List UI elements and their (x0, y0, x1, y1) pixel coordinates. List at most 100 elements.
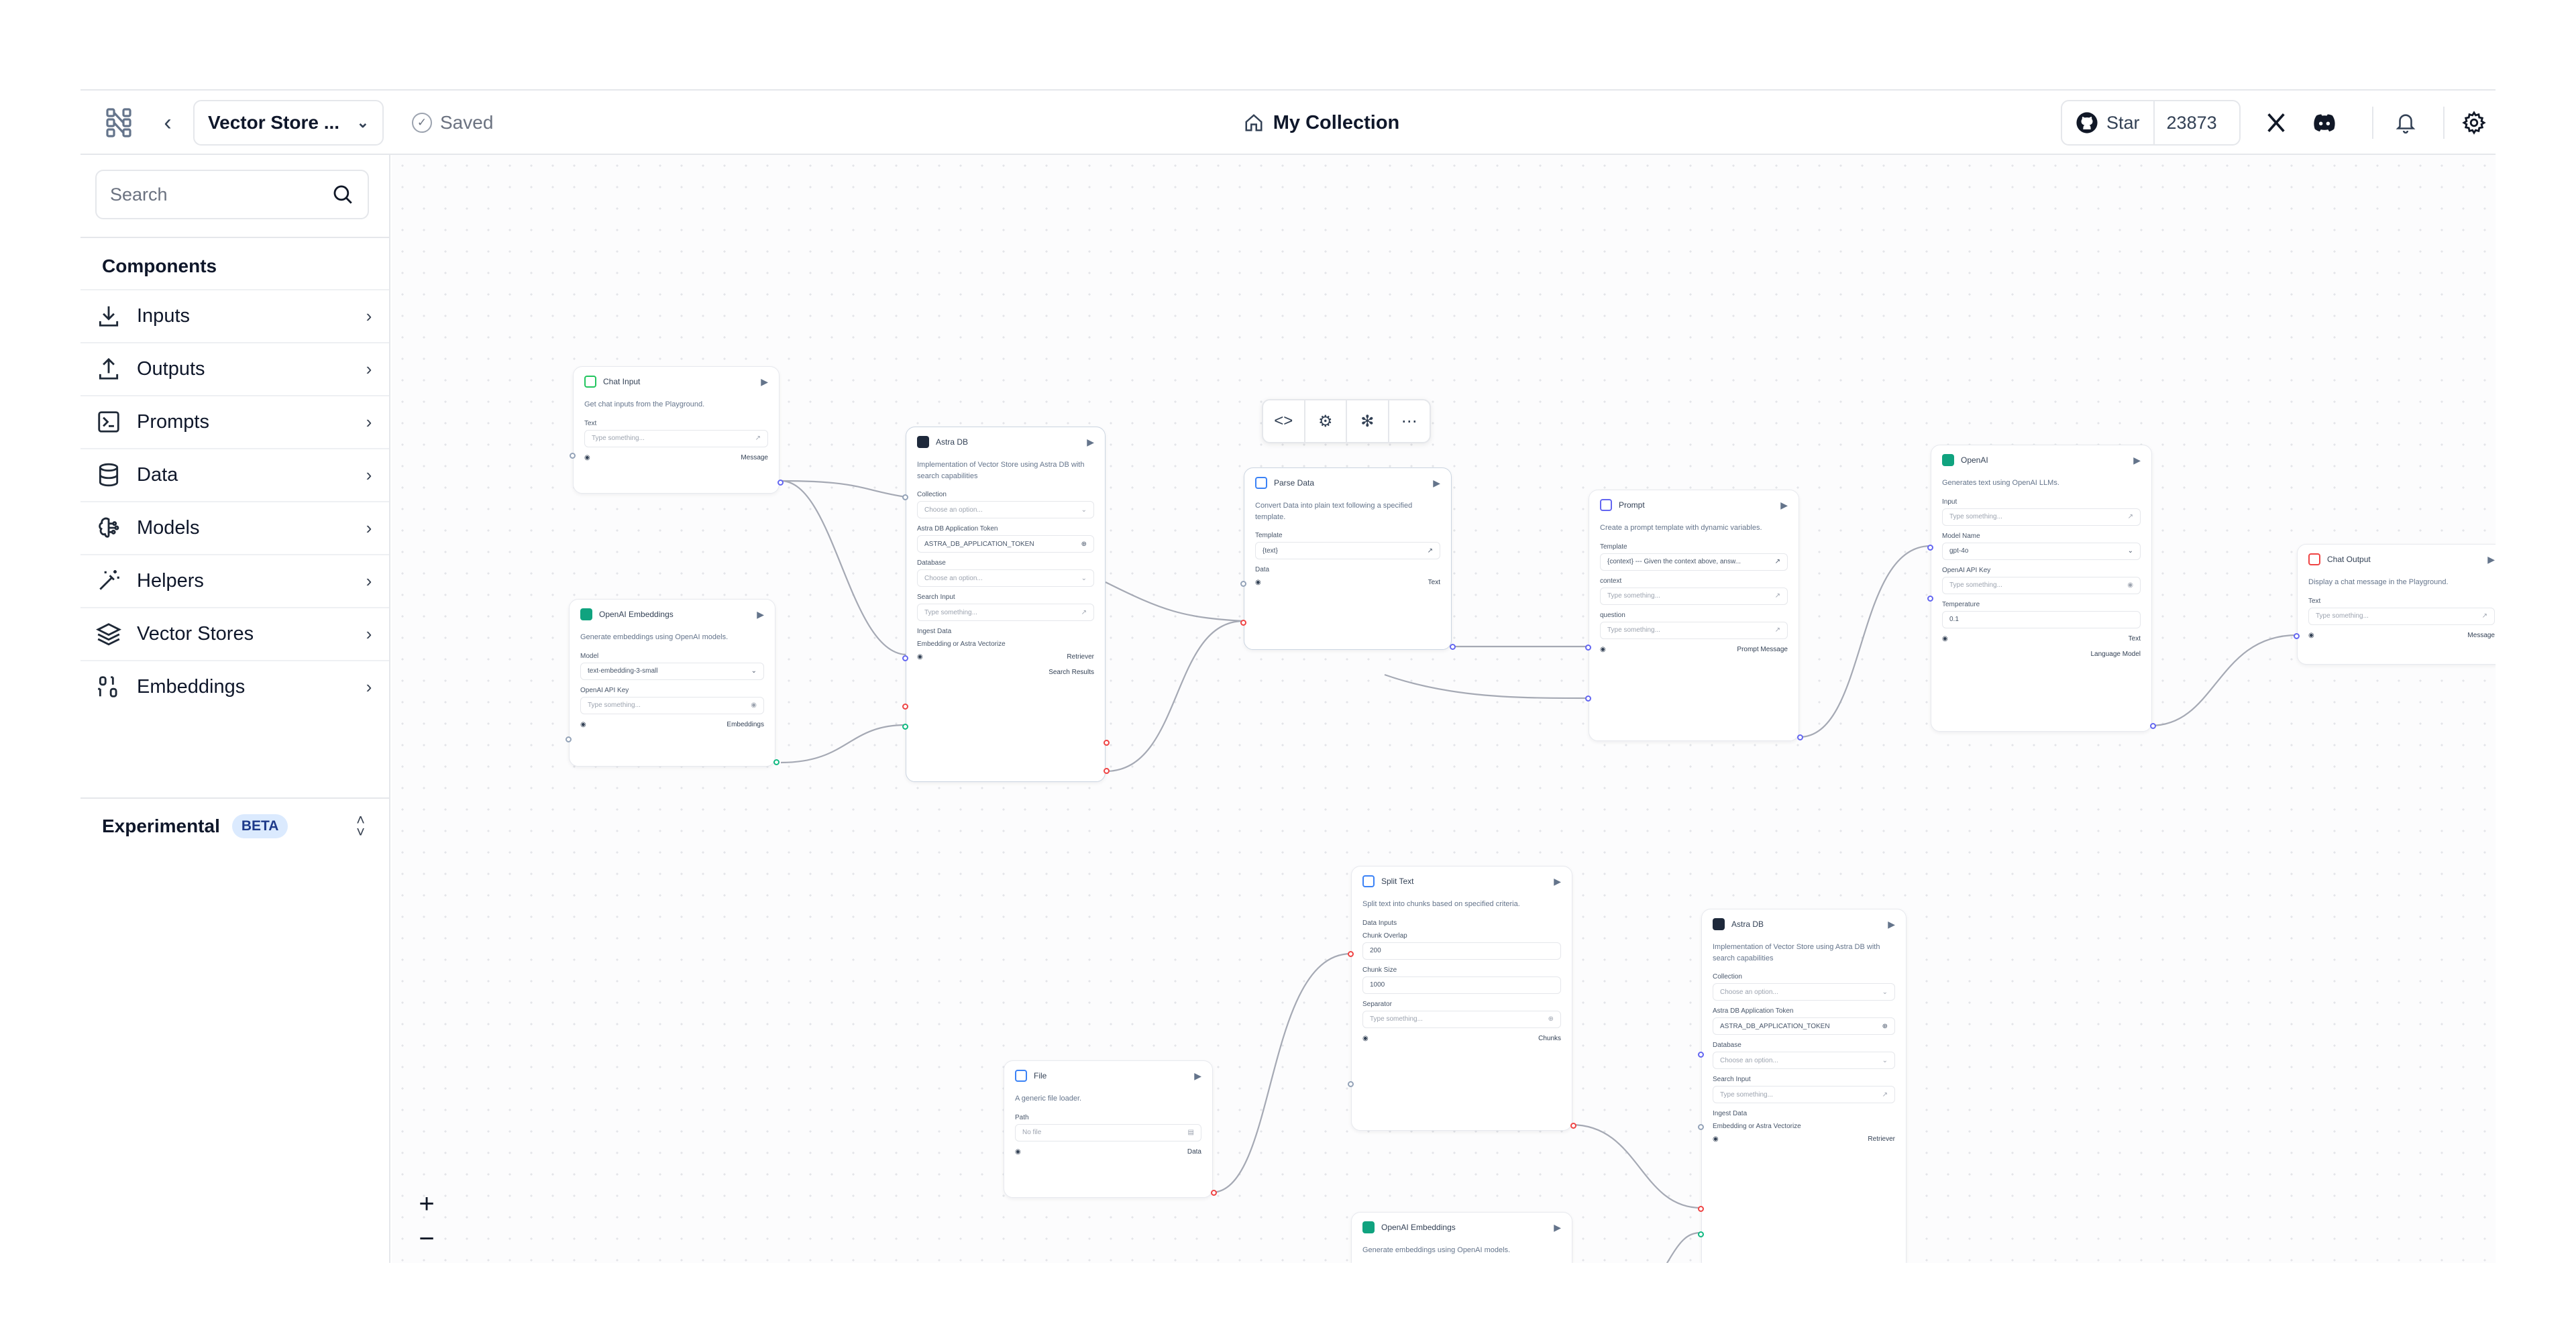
flow-name-dropdown[interactable]: Vector Store ... ⌄ (193, 100, 384, 146)
play-icon[interactable]: ▶ (2133, 454, 2141, 465)
collection-breadcrumb[interactable]: My Collection (1221, 91, 1422, 155)
node-file[interactable]: File▶ A generic file loader. Path No fil… (1004, 1060, 1217, 1198)
collection-select[interactable]: Choose an option...⌄ (1713, 983, 1895, 1001)
search-input[interactable] (110, 184, 311, 205)
database-select[interactable]: Choose an option...⌄ (1713, 1052, 1895, 1069)
question-field[interactable]: Type something...↗ (1600, 621, 1788, 639)
search-box[interactable] (95, 170, 369, 219)
play-icon[interactable]: ▶ (1194, 1070, 1201, 1081)
langflow-logo-icon[interactable] (101, 91, 138, 155)
sidebar-item-data[interactable]: Data › (80, 448, 389, 500)
play-icon[interactable]: ▶ (1554, 875, 1561, 887)
output-port[interactable] (1211, 1190, 1217, 1196)
input-port[interactable] (2294, 633, 2300, 639)
input-port[interactable] (1240, 620, 1246, 626)
gear-icon[interactable] (2455, 91, 2493, 155)
play-icon[interactable]: ▶ (761, 376, 768, 387)
play-icon[interactable]: ▶ (1888, 918, 1895, 930)
api-key-field[interactable]: Type something...◉ (580, 696, 764, 714)
node-openai-embeddings[interactable]: OpenAI Embeddings▶ Generate embeddings u… (566, 599, 780, 767)
zoom-in-button[interactable]: + (419, 1189, 435, 1219)
input-port[interactable] (1348, 951, 1354, 957)
bell-icon[interactable] (2387, 91, 2424, 155)
template-field[interactable]: {text}↗ (1255, 542, 1440, 559)
eye-icon[interactable]: ◉ (1600, 645, 1606, 653)
input-port[interactable] (1698, 1124, 1704, 1130)
temperature-field[interactable]: 0.1 (1942, 610, 2141, 628)
node-chat-input[interactable]: Chat Input▶ Get chat inputs from the Pla… (570, 366, 784, 494)
eye-icon[interactable]: ◉ (1942, 634, 1948, 643)
sidebar-item-models[interactable]: Models › (80, 501, 389, 553)
sidebar-item-embeddings[interactable]: Embeddings › (80, 660, 389, 712)
input-port[interactable] (1348, 1081, 1354, 1087)
eye-icon[interactable]: ◉ (1713, 1135, 1719, 1143)
output-port[interactable] (1104, 768, 1110, 774)
node-astra-db[interactable]: Astra DB▶ Implementation of Vector Store… (902, 427, 1110, 782)
back-chevron-icon[interactable]: ‹ (164, 109, 172, 135)
node-parse-data[interactable]: Parse Data▶ Convert Data into plain text… (1240, 467, 1456, 650)
sidebar-item-helpers[interactable]: Helpers › (80, 554, 389, 606)
input-port[interactable] (1927, 545, 1933, 551)
path-field[interactable]: No file▤ (1015, 1123, 1201, 1141)
sidebar-item-inputs[interactable]: Inputs › (80, 289, 389, 341)
node-openai[interactable]: OpenAI▶ Generates text using OpenAI LLMs… (1927, 445, 2156, 732)
output-port[interactable] (1450, 644, 1456, 650)
node-openai-embeddings[interactable]: OpenAI Embeddings▶ Generate embeddings u… (1351, 1212, 1572, 1263)
template-field[interactable]: {context} --- Given the context above, a… (1600, 553, 1788, 571)
sidebar-item-prompts[interactable]: Prompts › (80, 395, 389, 447)
input-port[interactable] (902, 704, 908, 710)
sidebar-item-vector-stores[interactable]: Vector Stores › (80, 607, 389, 659)
output-port[interactable] (2150, 723, 2156, 729)
input-port[interactable] (902, 494, 908, 500)
input-port[interactable] (1240, 581, 1246, 587)
eye-icon[interactable]: ◉ (1255, 579, 1261, 586)
eye-icon[interactable]: ◉ (2308, 631, 2314, 639)
text-field[interactable]: Type something...↗ (584, 429, 768, 447)
experimental-section[interactable]: Experimental BETA ˄˅ (80, 797, 389, 854)
search-input-field[interactable]: Type something...↗ (1713, 1086, 1895, 1103)
model-select[interactable]: gpt-4o⌄ (1942, 542, 2141, 560)
node-prompt[interactable]: Prompt▶ Create a prompt template with dy… (1585, 490, 1803, 741)
input-port[interactable] (1585, 695, 1591, 702)
input-port[interactable] (902, 655, 908, 661)
text-field[interactable]: Type something...↗ (2308, 607, 2495, 625)
play-icon[interactable]: ▶ (1554, 1221, 1561, 1233)
eye-icon[interactable]: ◉ (1015, 1148, 1021, 1156)
input-port[interactable] (566, 736, 572, 742)
token-field[interactable]: ASTRA_DB_APPLICATION_TOKEN⊕ (1713, 1017, 1895, 1035)
play-icon[interactable]: ▶ (2487, 553, 2495, 565)
input-field[interactable]: Type something...↗ (1942, 508, 2141, 526)
code-icon[interactable]: <> (1263, 400, 1305, 442)
model-select[interactable]: text-embedding-3-small⌄ (580, 662, 764, 680)
play-icon[interactable]: ▶ (1433, 477, 1440, 488)
input-port[interactable] (902, 724, 908, 730)
more-icon[interactable]: ⋯ (1401, 412, 1417, 431)
output-port[interactable] (777, 480, 784, 486)
token-field[interactable]: ASTRA_DB_APPLICATION_TOKEN⊕ (917, 535, 1094, 553)
flow-canvas[interactable]: Chat Input▶ Get chat inputs from the Pla… (392, 155, 2496, 1263)
output-port[interactable] (1104, 740, 1110, 746)
input-port[interactable] (1585, 645, 1591, 651)
github-star-button[interactable]: Star 23873 (2061, 100, 2241, 146)
output-port[interactable] (1797, 734, 1803, 740)
input-port[interactable] (1698, 1231, 1704, 1237)
separator-field[interactable]: Type something...⊕ (1362, 1010, 1561, 1028)
play-icon[interactable]: ▶ (757, 608, 764, 620)
context-field[interactable]: Type something...↗ (1600, 587, 1788, 605)
discord-icon[interactable] (2308, 91, 2341, 155)
input-port[interactable] (1698, 1052, 1704, 1058)
node-chat-output[interactable]: Chat Output▶ Display a chat message in t… (2294, 544, 2496, 665)
eye-icon[interactable]: ◉ (580, 720, 586, 728)
collection-select[interactable]: Choose an option...⌄ (917, 501, 1094, 518)
api-key-field[interactable]: Type something...◉ (1942, 576, 2141, 594)
input-port[interactable] (570, 453, 576, 459)
input-port[interactable] (1927, 596, 1933, 602)
search-input-field[interactable]: Type something...↗ (917, 604, 1094, 621)
zoom-out-button[interactable]: − (419, 1224, 435, 1253)
database-select[interactable]: Choose an option...⌄ (917, 569, 1094, 587)
input-port[interactable] (1698, 1206, 1704, 1212)
freeze-icon[interactable]: ✻ (1347, 400, 1389, 442)
chunk-overlap-field[interactable]: 200 (1362, 942, 1561, 960)
eye-icon[interactable]: ◉ (917, 653, 923, 661)
sliders-icon[interactable]: ⚙ (1305, 400, 1347, 442)
